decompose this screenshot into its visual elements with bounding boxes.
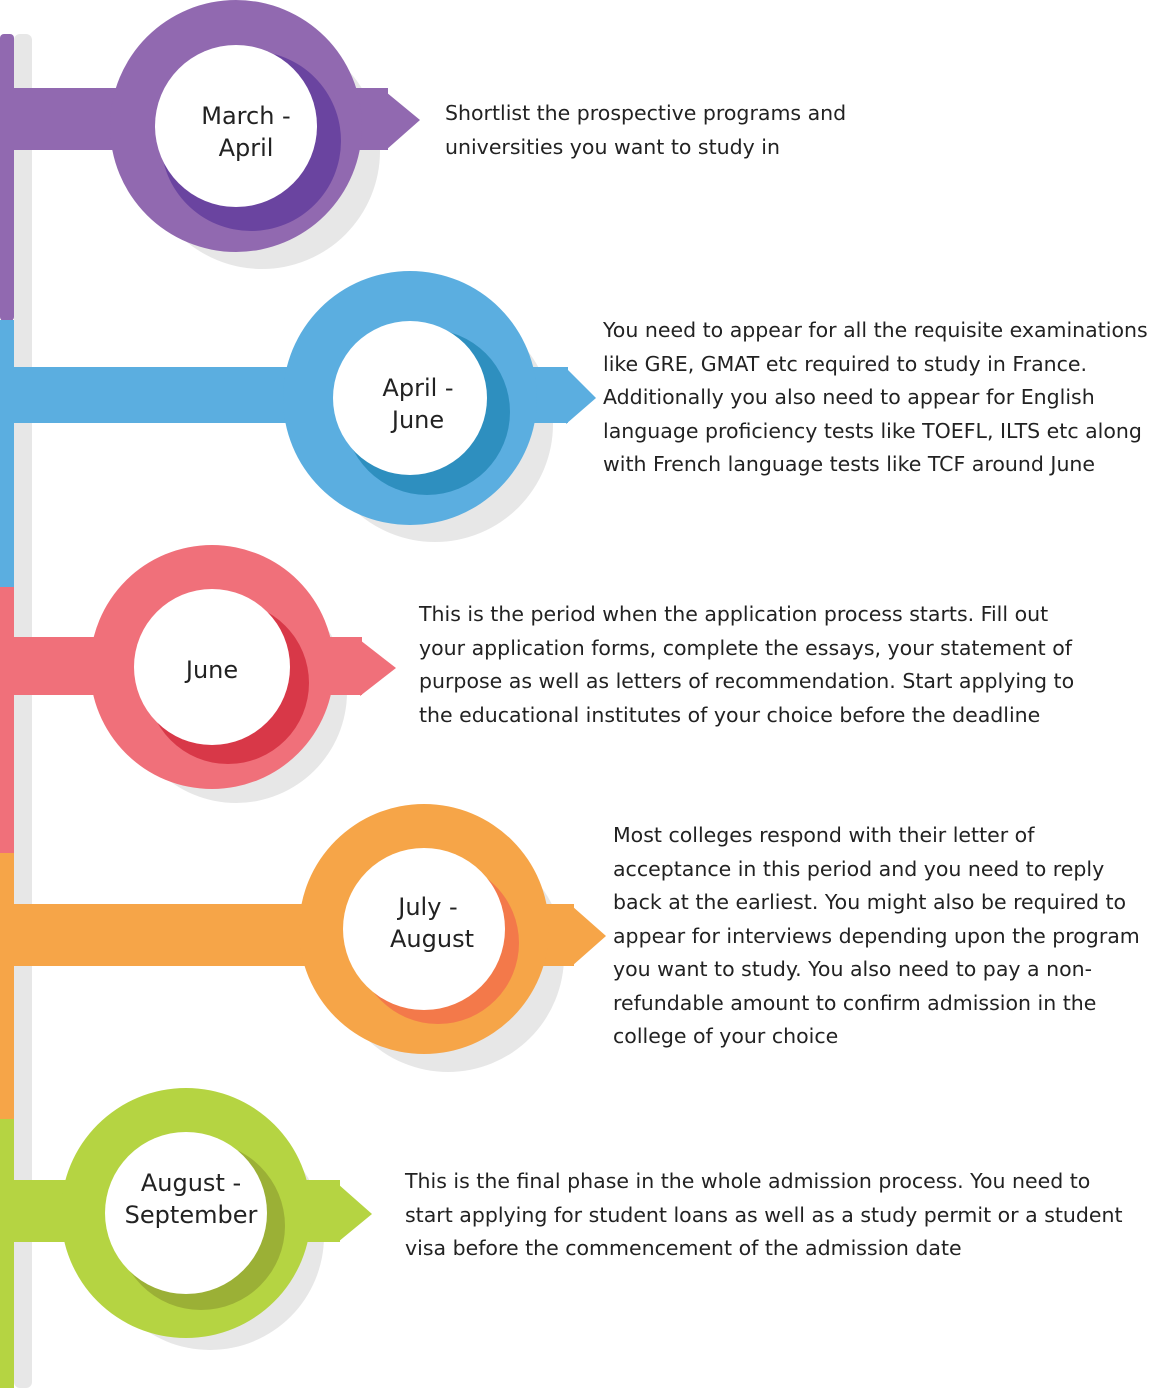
stage-4-description: This is the final phase in the whole adm… <box>405 1169 1123 1260</box>
stage-4-disc <box>105 1132 267 1294</box>
timeline-segment-3 <box>0 853 14 1120</box>
stage-1-description: You need to appear for all the requisite… <box>603 318 1148 476</box>
stage-3-arrow <box>572 906 606 966</box>
stage-0: March - April <box>0 0 420 269</box>
stage-3-disc <box>343 848 505 1010</box>
stage-2-disc <box>134 589 290 745</box>
stage-4-arrow <box>338 1184 372 1242</box>
stage-0-label-line1: March - <box>201 102 290 130</box>
stage-2: June <box>0 545 396 803</box>
timeline-segment-1 <box>0 320 14 588</box>
stage-1-disc <box>333 321 487 475</box>
stage-4: August - September <box>0 1088 372 1350</box>
stage-4-label-line2: September <box>125 1201 258 1229</box>
stage-1-label-line1: April - <box>382 374 453 402</box>
stage-0-description: Shortlist the prospective programs and u… <box>445 101 847 159</box>
stage-1-arrow <box>566 368 596 424</box>
stage-0-arrow <box>386 92 420 150</box>
timeline-segment-2 <box>0 587 14 854</box>
stage-0-disc <box>155 45 317 207</box>
stage-2-description: This is the period when the application … <box>419 602 1075 727</box>
timeline-segment-4 <box>0 1119 14 1388</box>
stage-3-description: Most colleges respond with their letter … <box>613 823 1140 1048</box>
stage-3-label-line1: July - <box>396 893 457 921</box>
stage-3: July - August <box>0 804 606 1072</box>
timeline-segment-0 <box>0 34 14 321</box>
stage-2-arrow <box>360 640 396 696</box>
stage-2-label-line1: June <box>184 656 238 684</box>
stage-1: April - June <box>0 271 596 542</box>
stage-1-label-line2: June <box>390 406 444 434</box>
stage-0-label-line2: April <box>219 134 274 162</box>
stage-3-label-line2: August <box>390 925 474 953</box>
stage-4-label-line1: August - <box>141 1169 241 1197</box>
